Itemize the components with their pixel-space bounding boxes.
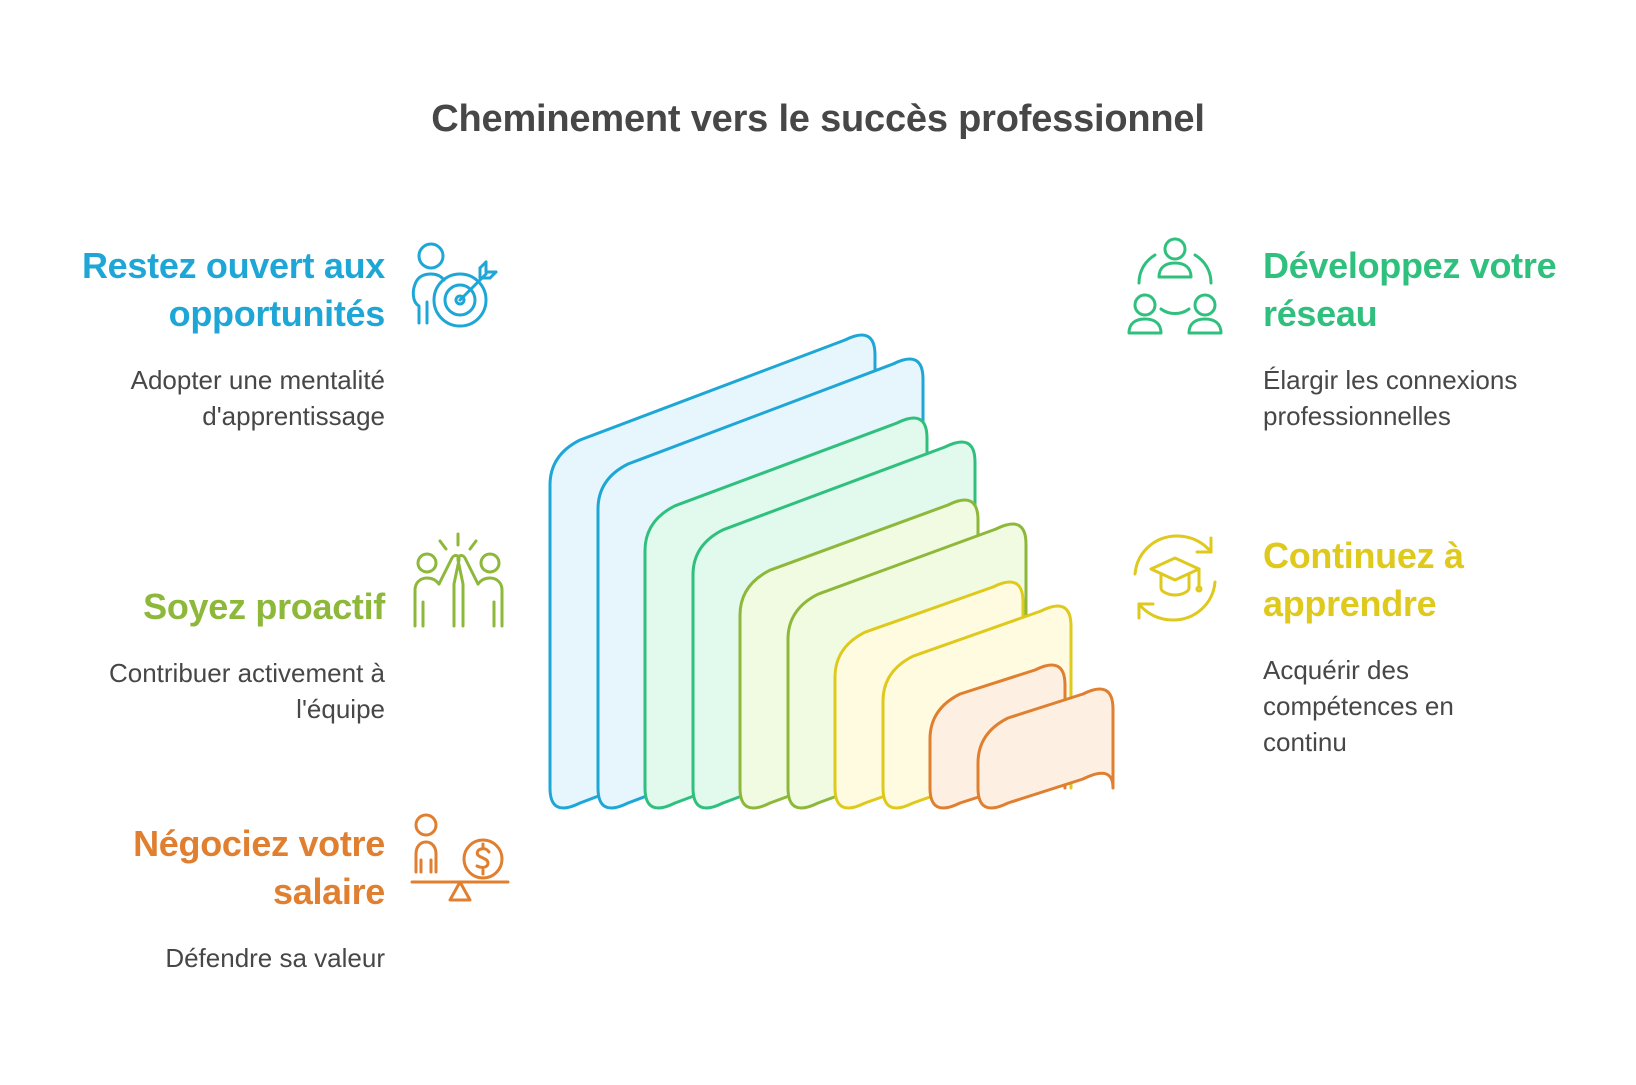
item-develop-network: Développez votre réseau Élargir les conn… <box>1263 242 1603 434</box>
item-description: Adopter une mentalité d'apprentissage <box>130 365 385 431</box>
item-description: Acquérir des compétences en continu <box>1263 655 1454 757</box>
item-heading: Soyez proactif <box>143 586 385 627</box>
item-description: Défendre sa valeur <box>165 943 385 973</box>
network-people-icon <box>1125 237 1225 337</box>
item-description: Élargir les connexions professionnelles <box>1263 365 1518 431</box>
item-heading: Négociez votre salaire <box>133 823 385 912</box>
layer-5-front <box>976 687 1115 810</box>
person-money-balance-icon <box>410 812 510 912</box>
item-keep-learning: Continuez à apprendre Acquérir des compé… <box>1263 532 1563 760</box>
item-heading: Continuez à apprendre <box>1263 535 1464 624</box>
item-heading: Développez votre réseau <box>1263 245 1557 334</box>
item-description: Contribuer activement à l'équipe <box>108 658 385 724</box>
item-proactive: Soyez proactif Contribuer activement à l… <box>0 583 385 727</box>
item-heading: Restez ouvert aux opportunités <box>81 245 385 334</box>
item-negotiate-salary: Négociez votre salaire Défendre sa valeu… <box>0 820 385 976</box>
graduation-cycle-icon <box>1125 528 1225 628</box>
page-title: Cheminement vers le succès professionnel <box>431 98 1205 140</box>
item-open-opportunities: Restez ouvert aux opportunités Adopter u… <box>0 242 385 434</box>
person-target-icon <box>410 240 510 340</box>
high-five-icon <box>410 530 510 630</box>
